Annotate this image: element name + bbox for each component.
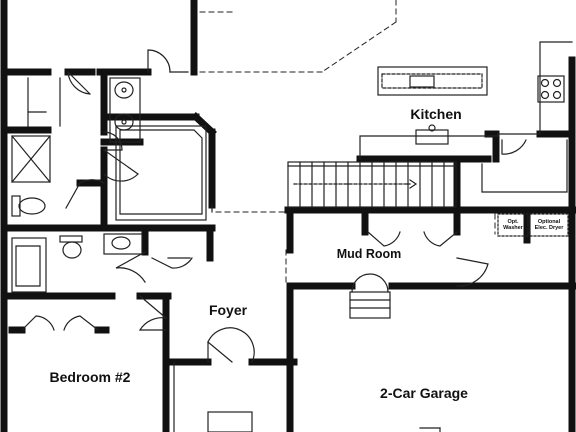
- shower-stall: [11, 135, 51, 183]
- dryer-label-line1: Optional: [537, 219, 561, 225]
- washer-label-line2: Washer: [503, 225, 523, 231]
- dryer-label-line2: Elec. Dryer: [534, 225, 564, 231]
- bathtub: [11, 237, 47, 293]
- washer-label-line1: Opt.: [507, 219, 519, 225]
- room-label-bedroom-2: Bedroom #2: [49, 369, 131, 385]
- door-swings: [21, 49, 489, 363]
- range-cooktop: [537, 75, 565, 103]
- double-vanity: [109, 77, 141, 143]
- hall-vanity: [103, 233, 143, 255]
- kitchen-sink: [415, 129, 449, 145]
- garage-steps: [349, 291, 391, 319]
- soaking-tub: [115, 125, 207, 221]
- washer-label: Opt. Washer: [503, 219, 523, 231]
- kitchen-island: [377, 66, 488, 96]
- room-label-foyer: Foyer: [208, 302, 248, 318]
- staircase: [287, 161, 457, 208]
- dashed-openings: [199, 0, 496, 287]
- room-label-garage: 2-Car Garage: [380, 385, 468, 401]
- room-label-mud-room: Mud Room: [336, 247, 402, 261]
- dryer-label: Optional Elec. Dryer: [535, 219, 564, 231]
- room-label-kitchen: Kitchen: [410, 106, 462, 122]
